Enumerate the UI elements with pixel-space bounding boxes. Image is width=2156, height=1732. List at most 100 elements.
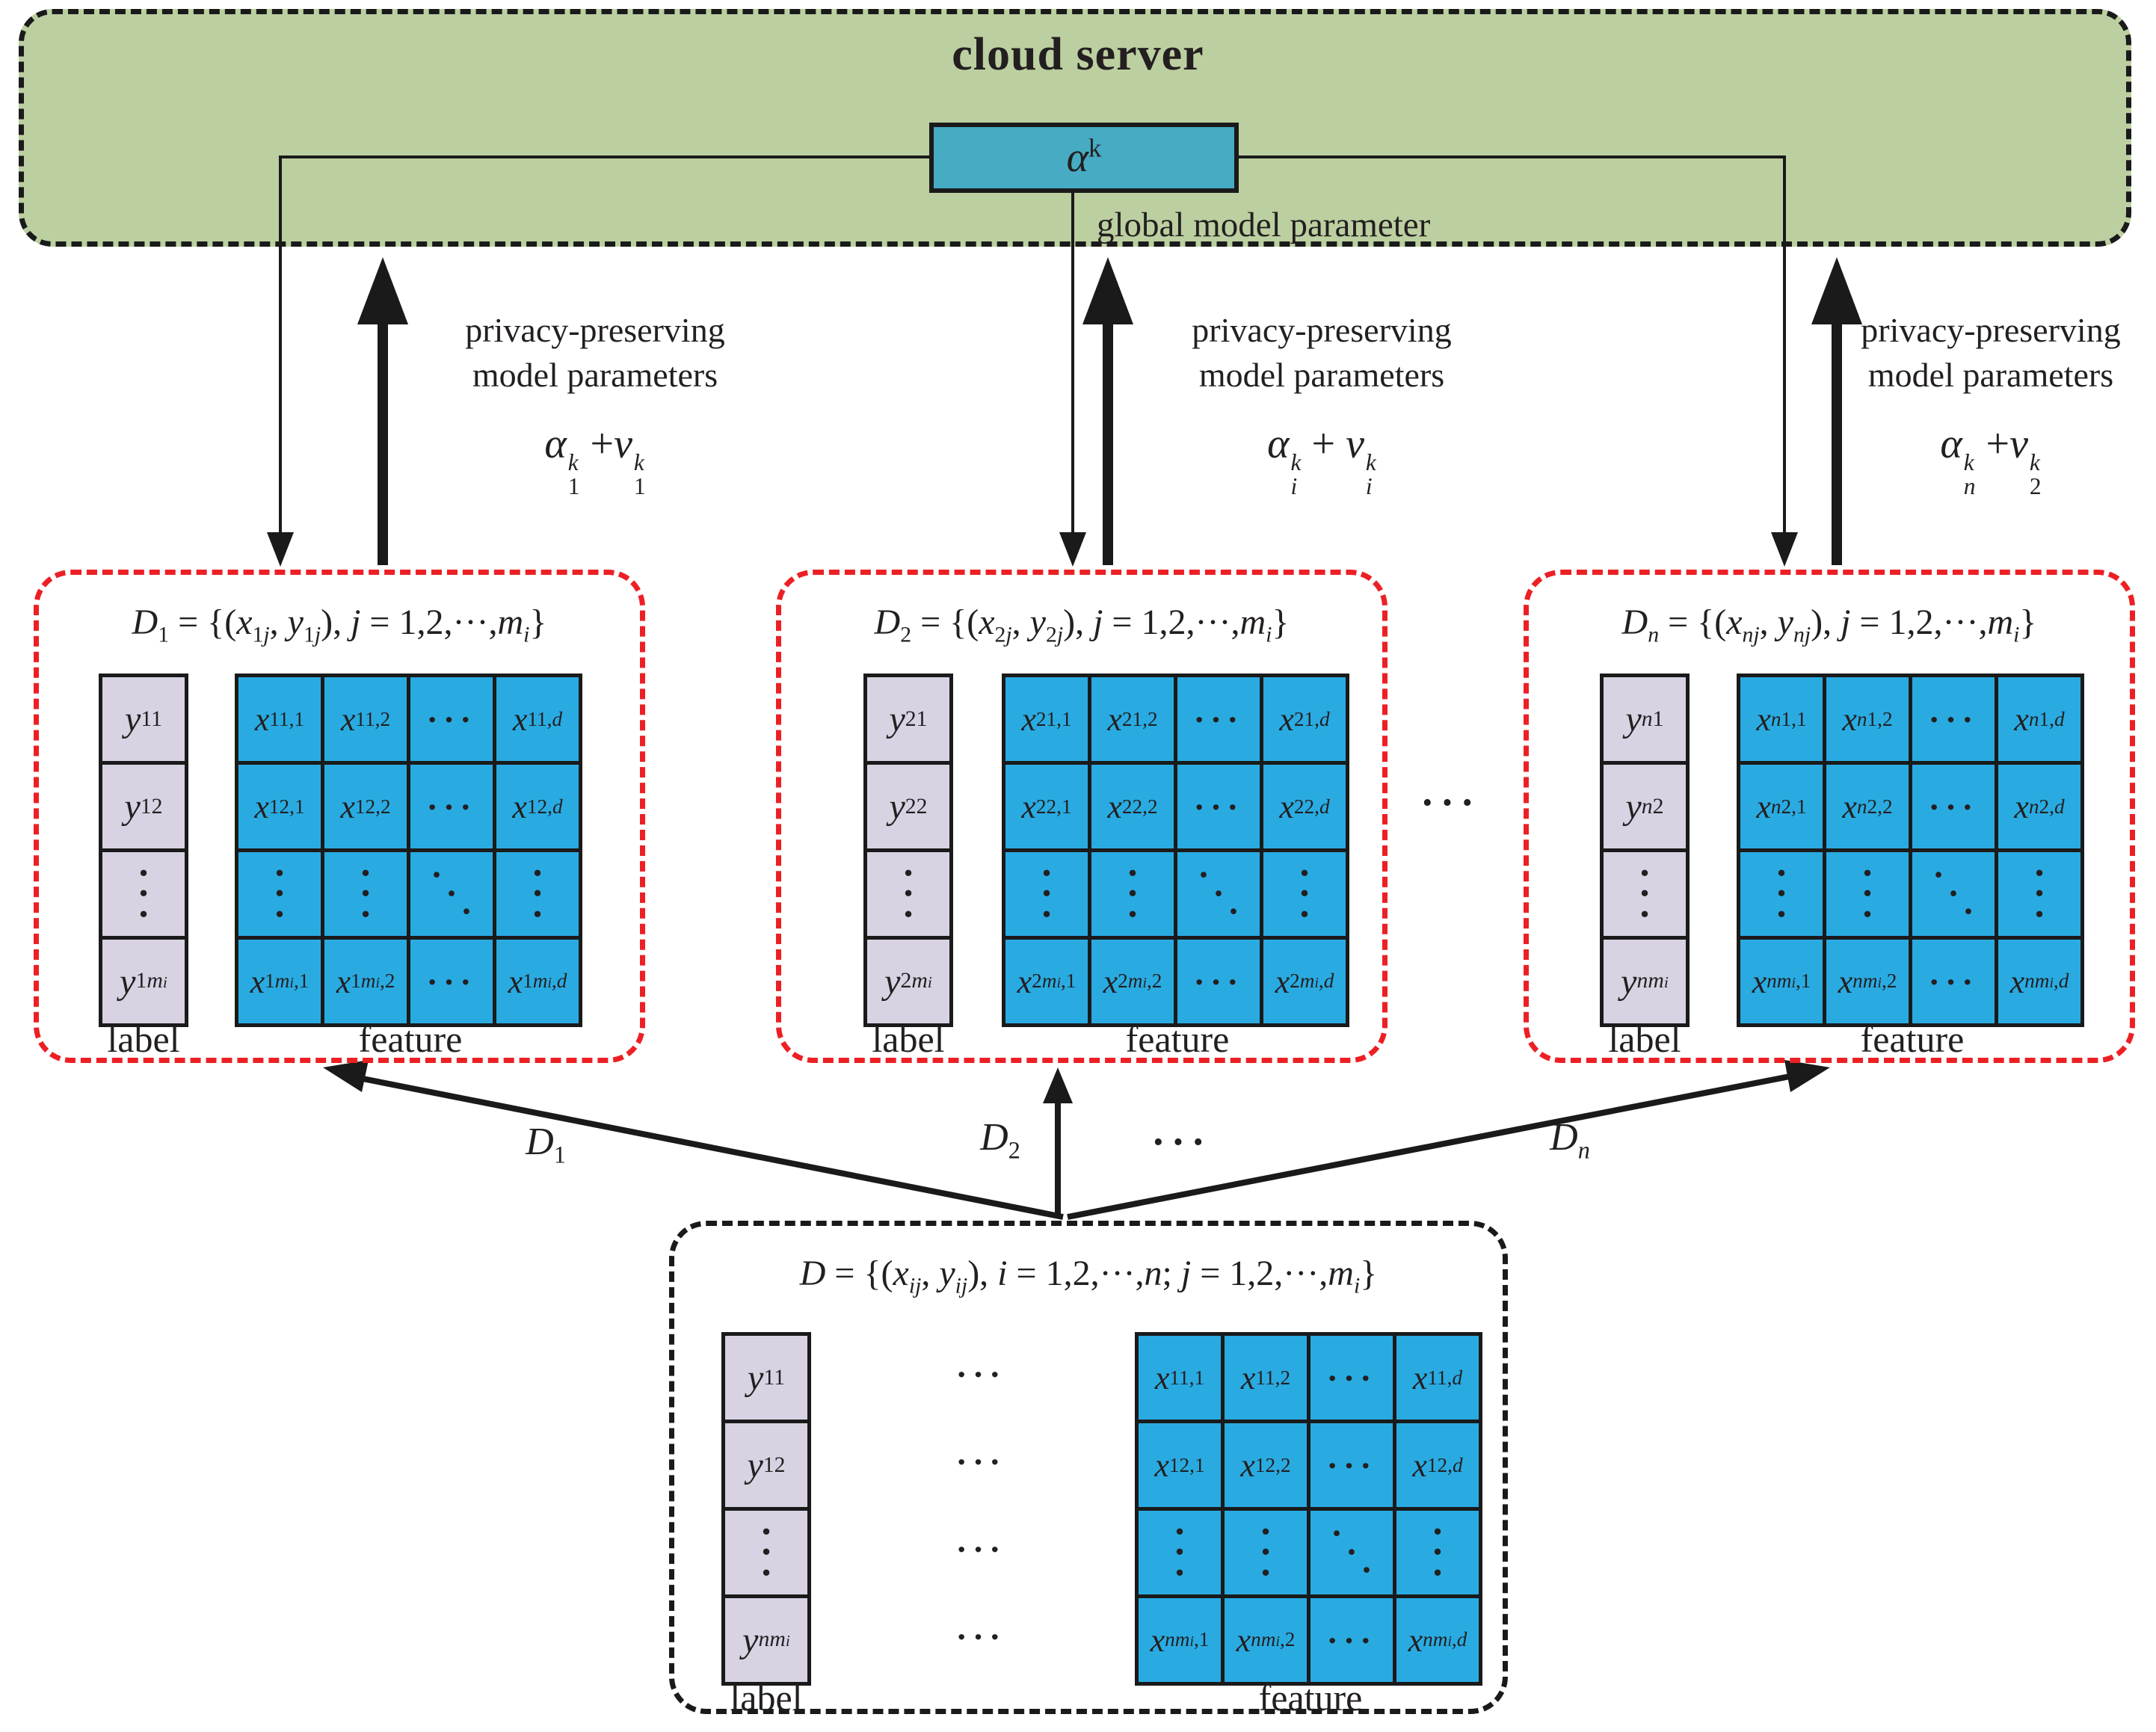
vdots-icon: ··· <box>1638 852 1651 936</box>
label-caption: label <box>1608 1018 1681 1060</box>
matrix-cell: ··· <box>1005 852 1088 936</box>
matrix-cell: ··· <box>1225 1511 1307 1594</box>
hdots-icon: ··· <box>1326 1358 1377 1397</box>
matrix-cell: ··· <box>1177 765 1260 848</box>
data-cell: ··· <box>102 852 185 936</box>
vdots-icon: ··· <box>1126 852 1139 936</box>
feature-caption: feature <box>358 1018 463 1060</box>
flow-label-d1: D1 <box>526 1121 566 1168</box>
flow-label-ellipsis: ··· <box>1151 1119 1212 1165</box>
matrix-cell: ··· <box>1998 852 2080 936</box>
annotation-line2: model parameters <box>1198 355 1445 394</box>
hdots-icon: ··· <box>426 962 477 1001</box>
hdots-icon: ··· <box>1326 1621 1377 1659</box>
matrix-cell: ··· <box>1396 1511 1479 1594</box>
matrix-cell: ··· <box>1310 1598 1393 1682</box>
vdots-icon: ··· <box>1259 1511 1272 1594</box>
data-cell: ··· <box>725 1511 807 1594</box>
annotation-line2: model parameters <box>472 355 718 394</box>
matrix-cell: ··· <box>1912 677 1995 761</box>
matrix-cell: ··· <box>1091 852 1174 936</box>
data-cell: ··· <box>867 852 949 936</box>
hdots-icon: ··· <box>426 700 477 739</box>
vdots-icon: ··· <box>1173 1511 1186 1594</box>
global-parameter-symbol: αk <box>1066 133 1102 181</box>
matrix-cell: ··· <box>1310 1336 1393 1420</box>
hdots-icon: ··· <box>1193 787 1244 826</box>
hdots-icon: ··· <box>1928 700 1979 739</box>
hdots-icon: ··· <box>1928 962 1979 1001</box>
annotation-line1: privacy-preserving <box>465 311 725 349</box>
dataset-title-1: D1 = {(x1j, y1j), j = 1,2,···,mi} <box>132 602 547 647</box>
matrix-cell: ··· <box>1139 1511 1221 1594</box>
hdots-icon: ··· <box>955 1355 1006 1393</box>
data-cell: ··· <box>921 1420 1041 1503</box>
matrix-cell: ··· <box>410 940 493 1023</box>
upload-arrow-1 <box>357 257 408 565</box>
ddots-icon: ··· <box>1330 1513 1373 1591</box>
matrix-cell: ··· <box>238 852 321 936</box>
matrix-cell: ··· <box>496 852 579 936</box>
feature-caption: feature <box>1860 1018 1965 1060</box>
matrix-cell: ··· <box>1740 852 1823 936</box>
matrix-cell: ··· <box>410 677 493 761</box>
ddots-icon: ··· <box>430 854 472 932</box>
ddots-icon: ··· <box>1932 854 1974 932</box>
flow-label-d2: D2 <box>980 1116 1020 1164</box>
matrix-cell: ··· <box>1912 940 1995 1023</box>
dataset-title-n: Dn = {(xnj, ynj), j = 1,2,···,mi} <box>1621 602 2037 647</box>
feature-caption: feature <box>1258 1677 1363 1719</box>
global-dots-column: ············ <box>921 1332 1041 1678</box>
matrix-cell: ··· <box>1177 677 1260 761</box>
vdots-icon: ··· <box>2033 852 2046 936</box>
vdots-icon: ··· <box>273 852 286 936</box>
vdots-icon: ··· <box>1861 852 1874 936</box>
hdots-icon: ··· <box>955 1617 1006 1656</box>
data-cell: ··· <box>921 1507 1041 1591</box>
hdots-icon: ··· <box>1193 962 1244 1001</box>
upload-arrow-2 <box>1082 257 1133 565</box>
annotation-line1: privacy-preserving <box>1192 311 1452 349</box>
cloud-server-title: cloud server <box>952 29 1204 80</box>
matrix-cell: ··· <box>1177 940 1260 1023</box>
